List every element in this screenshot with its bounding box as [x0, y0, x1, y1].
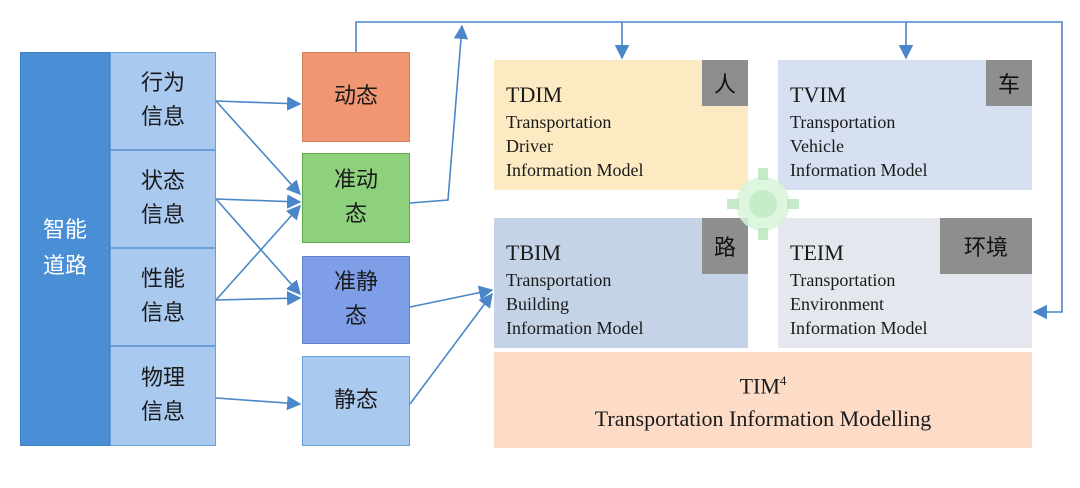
arrow-performance-quasi-dynamic — [215, 204, 301, 301]
model-tag-person: 人 — [702, 60, 748, 106]
category-label: 准静态 — [333, 270, 378, 329]
smart-road-label: 智能道路 — [42, 218, 87, 279]
model-tbim: TBIM Transportation Building Information… — [494, 218, 748, 348]
arrow-physical-static — [215, 395, 302, 411]
model-tdim: TDIM Transportation Driver Information M… — [494, 60, 748, 190]
smart-road-block: 智能道路 — [20, 52, 110, 446]
model-abbr: TEIM — [790, 240, 844, 265]
info-item-label: 行为信息 — [140, 71, 185, 130]
info-item-label: 性能信息 — [140, 267, 185, 326]
center-gear-icon — [727, 168, 799, 240]
category-label: 动态 — [333, 84, 378, 109]
model-desc: Transportation Environment Information M… — [790, 270, 928, 338]
arrow-behavior-quasi-dynamic — [215, 100, 301, 196]
info-item-physical: 物理信息 — [110, 346, 216, 446]
tim-bar: TIM4 Transportation Information Modellin… — [494, 352, 1032, 448]
model-abbr: TDIM — [506, 82, 563, 107]
model-tag-vehicle: 车 — [986, 60, 1032, 106]
info-item-status: 状态信息 — [110, 150, 216, 248]
category-label: 静态 — [333, 388, 378, 413]
category-static: 静态 — [302, 356, 410, 446]
model-teim: TEIM Transportation Environment Informat… — [778, 218, 1032, 348]
arrow-quasi-dynamic-up — [409, 24, 469, 204]
model-desc: Transportation Driver Information Model — [506, 112, 644, 180]
arrow-performance-quasi-static — [215, 291, 302, 306]
model-abbr: TVIM — [790, 82, 847, 107]
model-desc: Transportation Vehicle Information Model — [790, 112, 928, 180]
tim-superscript: 4 — [779, 373, 787, 389]
arrow-dynamic-top-loop — [355, 21, 1063, 320]
model-abbr: TBIM — [506, 240, 561, 265]
category-quasi-static: 准静态 — [302, 256, 410, 344]
arrow-behavior-dynamic — [215, 96, 302, 111]
info-item-label: 状态信息 — [140, 169, 185, 228]
model-tag-environment: 环境 — [940, 218, 1032, 274]
model-tvim: TVIM Transportation Vehicle Information … — [778, 60, 1032, 190]
model-tag-road: 路 — [702, 218, 748, 274]
arrow-quasi-static-tbim — [409, 285, 494, 308]
info-item-performance: 性能信息 — [110, 248, 216, 346]
category-dynamic: 动态 — [302, 52, 410, 142]
arrow-status-quasi-dynamic — [215, 194, 302, 209]
tim-title: TIM4 — [740, 365, 787, 402]
category-quasi-dynamic: 准动态 — [302, 153, 410, 243]
model-desc: Transportation Building Information Mode… — [506, 270, 644, 338]
category-label: 准动态 — [333, 168, 378, 227]
tim-full-name: Transportation Information Modelling — [594, 405, 932, 431]
info-item-label: 物理信息 — [140, 366, 185, 425]
tim-abbr: TIM — [739, 373, 780, 399]
arrow-status-quasi-static — [215, 198, 301, 296]
info-item-behavior: 行为信息 — [110, 52, 216, 150]
arrow-static-tbim — [409, 292, 493, 405]
